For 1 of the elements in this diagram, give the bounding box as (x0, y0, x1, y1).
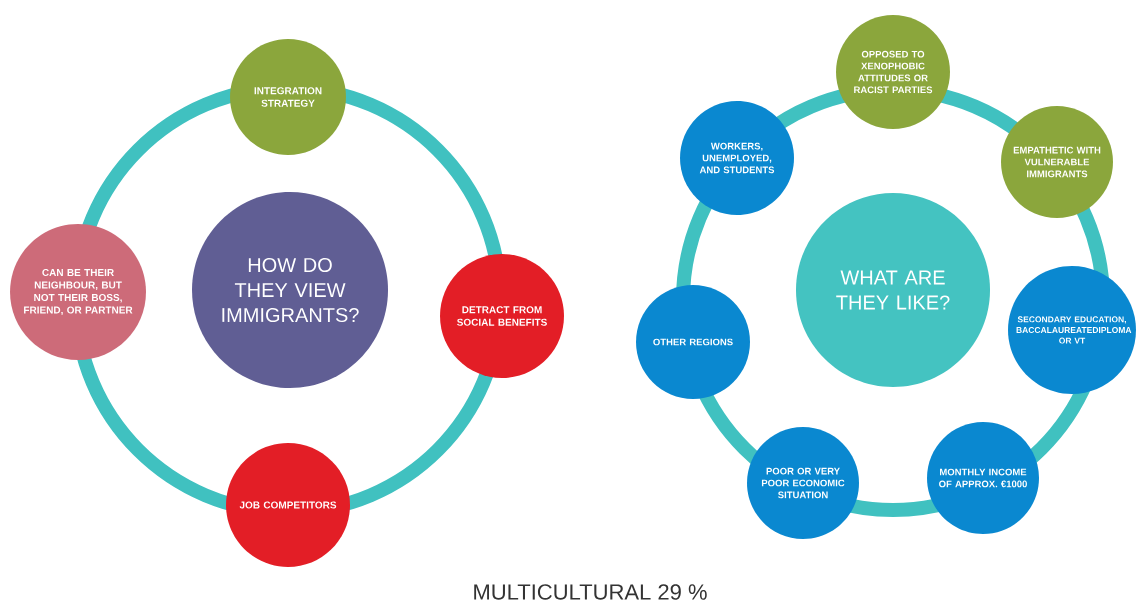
caption: MULTICULTURAL 29 % (474, 584, 707, 600)
